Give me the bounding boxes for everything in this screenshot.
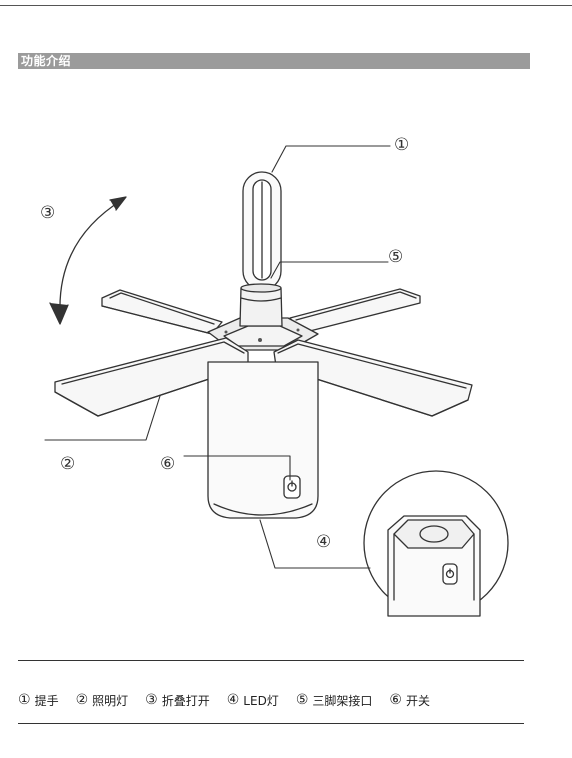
legend-label: 照明灯 bbox=[92, 693, 129, 708]
front-right-light-arm bbox=[273, 339, 473, 417]
leader-lines bbox=[44, 145, 391, 569]
back-right-light-arm bbox=[289, 288, 421, 334]
legend-item: ① 提手 bbox=[18, 692, 59, 709]
neck bbox=[239, 283, 283, 327]
legend-number: ⑤ bbox=[295, 692, 309, 708]
legend-item: ③ 折叠打开 bbox=[145, 692, 210, 709]
callout-1: ① bbox=[394, 135, 410, 155]
legend-label: 提手 bbox=[34, 693, 59, 708]
legend-bottom-rule bbox=[18, 723, 524, 724]
legend-number: ② bbox=[75, 692, 89, 708]
legend-item: ⑥ 开关 bbox=[389, 692, 430, 709]
handle bbox=[242, 171, 282, 291]
legend-number: ④ bbox=[226, 692, 240, 708]
legend-item: ⑤ 三脚架接口 bbox=[296, 692, 373, 709]
legend: ① 提手 ② 照明灯 ③ 折叠打开 ④ LED灯 ⑤ 三脚架接口 ⑥ 开关 bbox=[18, 691, 538, 709]
section-title: 功能介绍 bbox=[21, 54, 72, 68]
legend-label: LED灯 bbox=[243, 693, 279, 708]
section-header: 功能介绍 bbox=[18, 53, 530, 69]
led-inset-zoom bbox=[363, 470, 509, 617]
callout-5: ⑤ bbox=[388, 247, 404, 267]
legend-number: ⑥ bbox=[389, 692, 402, 708]
legend-top-rule bbox=[18, 660, 524, 661]
callout-4: ④ bbox=[316, 532, 332, 552]
top-rule bbox=[0, 5, 572, 6]
fold-open-arrow bbox=[49, 196, 127, 325]
back-left-light-arm bbox=[101, 289, 223, 335]
legend-number: ① bbox=[18, 692, 31, 708]
legend-item: ④ LED灯 bbox=[227, 692, 279, 709]
callout-2: ② bbox=[60, 454, 76, 474]
legend-label: 三脚架接口 bbox=[312, 693, 373, 708]
legend-label: 折叠打开 bbox=[161, 693, 210, 708]
callout-3: ③ bbox=[40, 203, 56, 223]
legend-item: ② 照明灯 bbox=[76, 692, 129, 709]
legend-label: 开关 bbox=[405, 693, 430, 708]
front-left-light-arm bbox=[54, 337, 249, 417]
lamp-body bbox=[207, 361, 319, 519]
legend-number: ③ bbox=[145, 692, 158, 708]
callout-6: ⑥ bbox=[160, 454, 176, 474]
